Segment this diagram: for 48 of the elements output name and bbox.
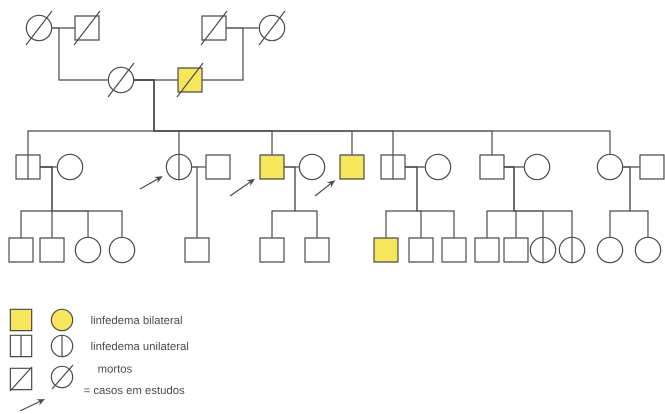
circle-symbol bbox=[258, 10, 286, 46]
circle-symbol bbox=[56, 154, 84, 180]
square-symbol bbox=[474, 237, 500, 263]
descent-line bbox=[202, 27, 244, 81]
square-symbol bbox=[639, 154, 665, 180]
circle-symbol bbox=[524, 154, 550, 180]
circle-symbol bbox=[298, 154, 326, 180]
legend-label: = casos em estudos bbox=[84, 386, 184, 394]
square-symbol bbox=[15, 154, 41, 180]
descent-line bbox=[192, 166, 198, 238]
legend-label: linfedema unilateral bbox=[91, 342, 188, 350]
square-symbol bbox=[479, 154, 505, 180]
square-symbol bbox=[339, 154, 365, 180]
circle-symbol bbox=[530, 236, 556, 264]
circle-symbol bbox=[166, 154, 192, 180]
circle-symbol bbox=[424, 154, 452, 180]
circle-symbol bbox=[596, 154, 624, 180]
square-symbol bbox=[8, 237, 34, 263]
descent-line bbox=[284, 166, 318, 238]
legend-label: mortos bbox=[98, 365, 132, 373]
circle-symbol bbox=[596, 236, 624, 264]
square-symbol bbox=[259, 154, 285, 180]
circle-symbol bbox=[108, 62, 134, 98]
square-symbol bbox=[380, 154, 406, 180]
square-symbol bbox=[200, 10, 228, 46]
descent-line bbox=[40, 166, 123, 237]
square-symbol bbox=[441, 237, 467, 263]
circle-symbol bbox=[26, 10, 52, 46]
descent-line bbox=[406, 166, 455, 238]
square-symbol bbox=[408, 237, 434, 263]
square-symbol bbox=[184, 237, 210, 263]
descent-line bbox=[134, 79, 611, 154]
circle-symbol bbox=[108, 236, 136, 264]
square-symbol bbox=[259, 237, 285, 263]
descent-line bbox=[52, 27, 108, 81]
square-symbol bbox=[503, 237, 529, 263]
descent-line bbox=[623, 166, 649, 237]
square-symbol bbox=[205, 154, 231, 180]
legend-label: linfedema bilateral bbox=[91, 316, 182, 324]
circle-symbol bbox=[634, 236, 662, 264]
square-symbol bbox=[373, 237, 399, 263]
square-symbol bbox=[74, 10, 100, 46]
square-symbol bbox=[304, 237, 330, 263]
circle-symbol bbox=[74, 236, 102, 264]
square-symbol bbox=[39, 237, 65, 263]
circle-symbol bbox=[558, 236, 586, 264]
descent-line bbox=[504, 166, 573, 237]
square-symbol bbox=[176, 62, 204, 98]
